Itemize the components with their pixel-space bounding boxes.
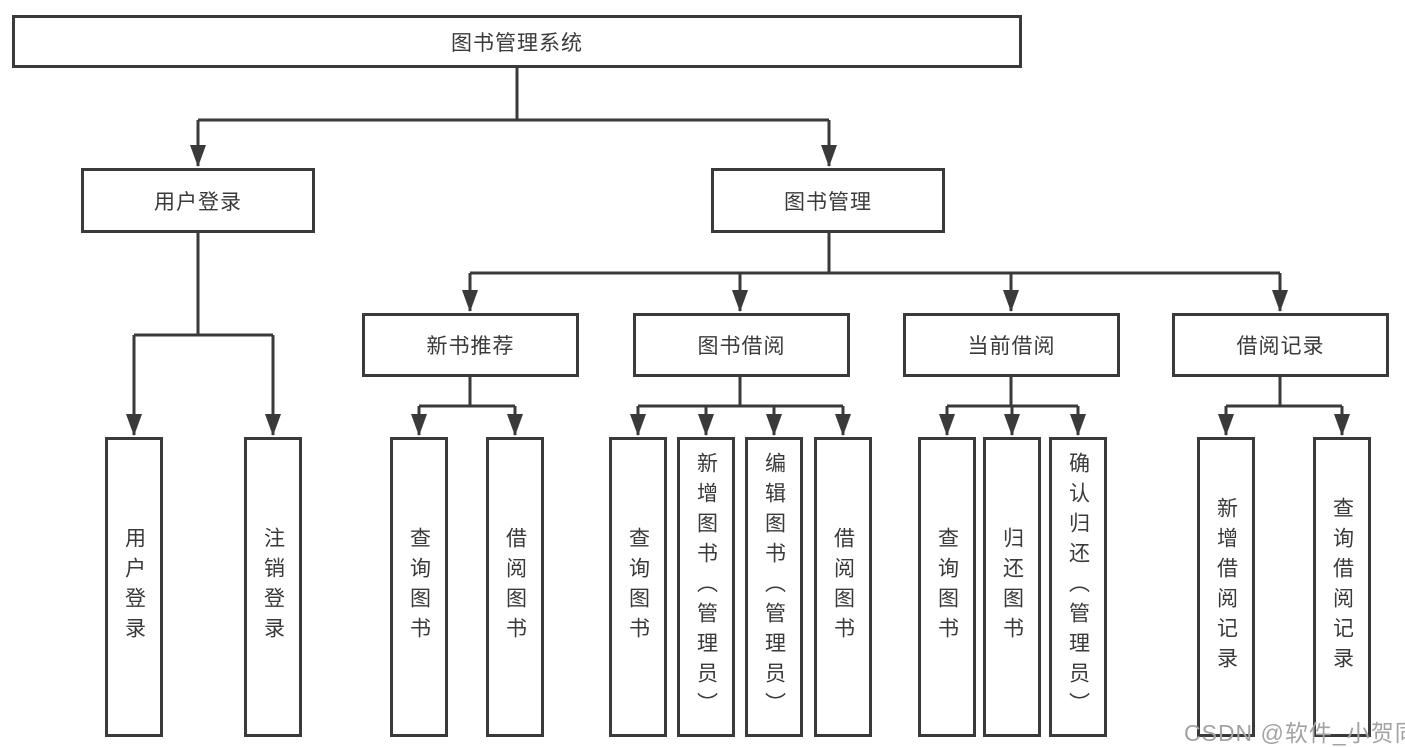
node-leaf-edit-book-admin: 编辑图书（管理员） [745,437,803,737]
node-new-book-recommend: 新书推荐 [362,313,579,377]
node-leaf-user-login: 用户登录 [105,437,163,737]
node-leaf-add-book-admin: 新增图书（管理员） [677,437,735,737]
node-leaf-query-books-1: 查询图书 [390,437,448,737]
node-leaf-return-books: 归还图书 [983,437,1041,737]
node-leaf-confirm-return-admin: 确认归还（管理员） [1049,437,1107,737]
node-borrowing-records: 借阅记录 [1172,313,1389,377]
node-leaf-add-borrow-record: 新增借阅记录 [1197,437,1255,737]
node-leaf-query-books-2: 查询图书 [609,437,667,737]
node-book-borrowing: 图书借阅 [633,313,850,377]
connector-root-to-level2 [190,68,837,167]
connector-book-borrowing-to-leaves [630,377,851,436]
watermark-text: CSDN @软件_小贺同学 [1184,720,1405,746]
node-user-login: 用户登录 [81,168,315,233]
connector-borrowing-records-to-leaves [1218,377,1350,436]
node-leaf-borrow-books-1: 借阅图书 [486,437,544,737]
node-root: 图书管理系统 [12,15,1022,68]
connector-user-login-to-leaves [126,233,281,436]
node-leaf-query-borrow-record: 查询借阅记录 [1313,437,1371,737]
node-leaf-borrow-books-2: 借阅图书 [814,437,872,737]
node-leaf-query-books-3: 查询图书 [918,437,976,737]
node-current-borrowing: 当前借阅 [903,313,1120,377]
connector-new-book-recommend-to-leaves [411,377,523,436]
node-book-management: 图书管理 [711,168,945,233]
connector-current-borrowing-to-leaves [939,377,1086,436]
node-leaf-logout: 注销登录 [244,437,302,737]
connector-book-management-to-level3 [462,233,1288,312]
